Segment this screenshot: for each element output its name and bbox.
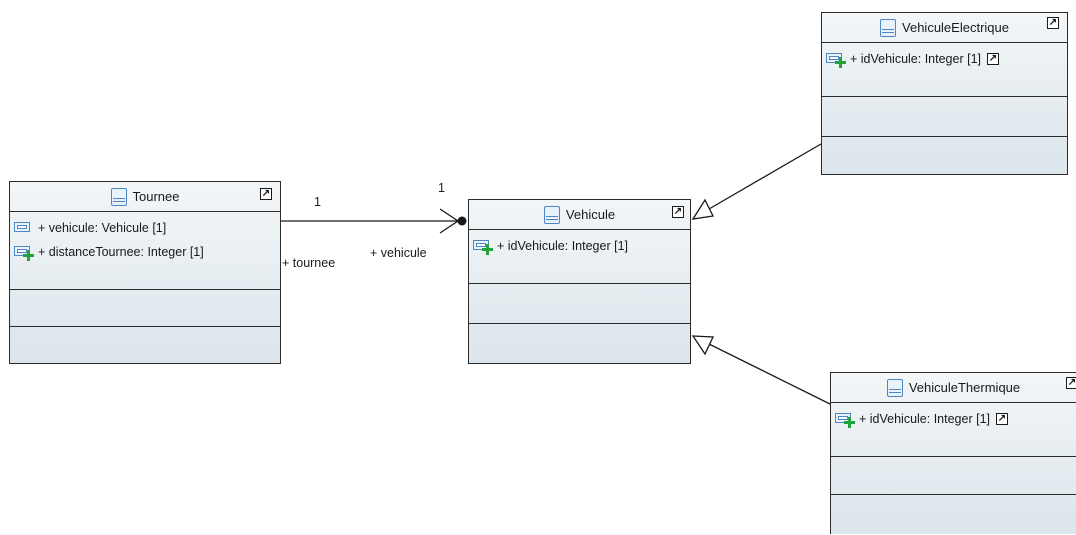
generalization-line-electrique[interactable] [708,143,822,210]
class-vehicule-thermique[interactable]: VehiculeThermique ↗ + idVehicule: Intege… [830,372,1076,534]
class-header: VehiculeThermique ↗ [831,373,1076,403]
attributes-compartment: + idVehicule: Integer [1] ↗ [831,403,1076,457]
attribute-text: + idVehicule: Integer [1] [859,412,990,426]
class-header: VehiculeElectrique ↗ [822,13,1067,43]
nested-compartment [831,495,1076,535]
attribute-item[interactable]: + idVehicule: Integer [1] ↗ [826,47,1067,71]
class-name: VehiculeElectrique [902,20,1009,35]
class-name: Vehicule [565,207,616,222]
generalization-line-thermique[interactable] [708,343,831,405]
source-role-label: + tournee [282,256,336,270]
class-vehicule-electrique[interactable]: VehiculeElectrique ↗ + idVehicule: Integ… [821,12,1068,175]
attributes-compartment: + vehicule: Vehicule [1] + distanceTourn… [10,212,280,290]
class-name: VehiculeThermique [908,380,1021,395]
attribute-text: + distanceTournee: Integer [1] [38,245,204,259]
attributes-compartment: + idVehicule: Integer [1] ↗ [822,43,1067,97]
property-add-icon [14,245,34,261]
property-add-icon [473,239,493,255]
nested-compartment [10,327,280,363]
operations-compartment [822,97,1067,137]
class-vehicule[interactable]: Vehicule ↗ + idVehicule: Integer [1] [468,199,691,364]
class-icon [543,205,560,224]
property-add-icon [835,412,855,428]
nested-compartment [469,324,690,363]
shortcut-link-icon[interactable]: ↗ [1047,17,1059,29]
class-header: Vehicule ↗ [469,200,690,230]
class-name: Tournee [132,189,180,204]
attribute-link-icon[interactable]: ↗ [996,413,1008,425]
attribute-link-icon[interactable]: ↗ [987,53,999,65]
property-icon [14,221,32,235]
association-end-dot [457,216,467,226]
operations-compartment [10,290,280,327]
target-role-label: + vehicule [370,246,427,260]
class-icon [880,18,897,37]
generalization-arrowhead-thermique [691,335,715,356]
attribute-item[interactable]: + vehicule: Vehicule [1] [14,216,280,240]
class-header: Tournee ↗ [10,182,280,212]
attributes-compartment: + idVehicule: Integer [1] [469,230,690,284]
shortcut-link-icon[interactable]: ↗ [260,188,272,200]
shortcut-link-icon[interactable]: ↗ [672,206,684,218]
operations-compartment [831,457,1076,495]
attribute-item[interactable]: + idVehicule: Integer [1] [473,234,690,258]
property-add-icon [826,52,846,68]
shortcut-link-icon[interactable]: ↗ [1066,377,1076,389]
attribute-item[interactable]: + idVehicule: Integer [1] ↗ [835,407,1076,431]
class-icon [110,187,127,206]
attribute-text: + vehicule: Vehicule [1] [38,221,167,235]
class-icon [886,378,903,397]
attribute-text: + idVehicule: Integer [1] [497,239,628,253]
source-multiplicity-label: 1 [314,195,321,209]
nested-compartment [822,137,1067,174]
class-tournee[interactable]: Tournee ↗ + vehicule: Vehicule [1] + dis… [9,181,281,364]
generalization-arrowhead-electrique [691,198,714,220]
operations-compartment [469,284,690,324]
target-multiplicity-label: 1 [438,181,445,195]
attribute-item[interactable]: + distanceTournee: Integer [1] [14,240,280,264]
attribute-text: + idVehicule: Integer [1] [850,52,981,66]
